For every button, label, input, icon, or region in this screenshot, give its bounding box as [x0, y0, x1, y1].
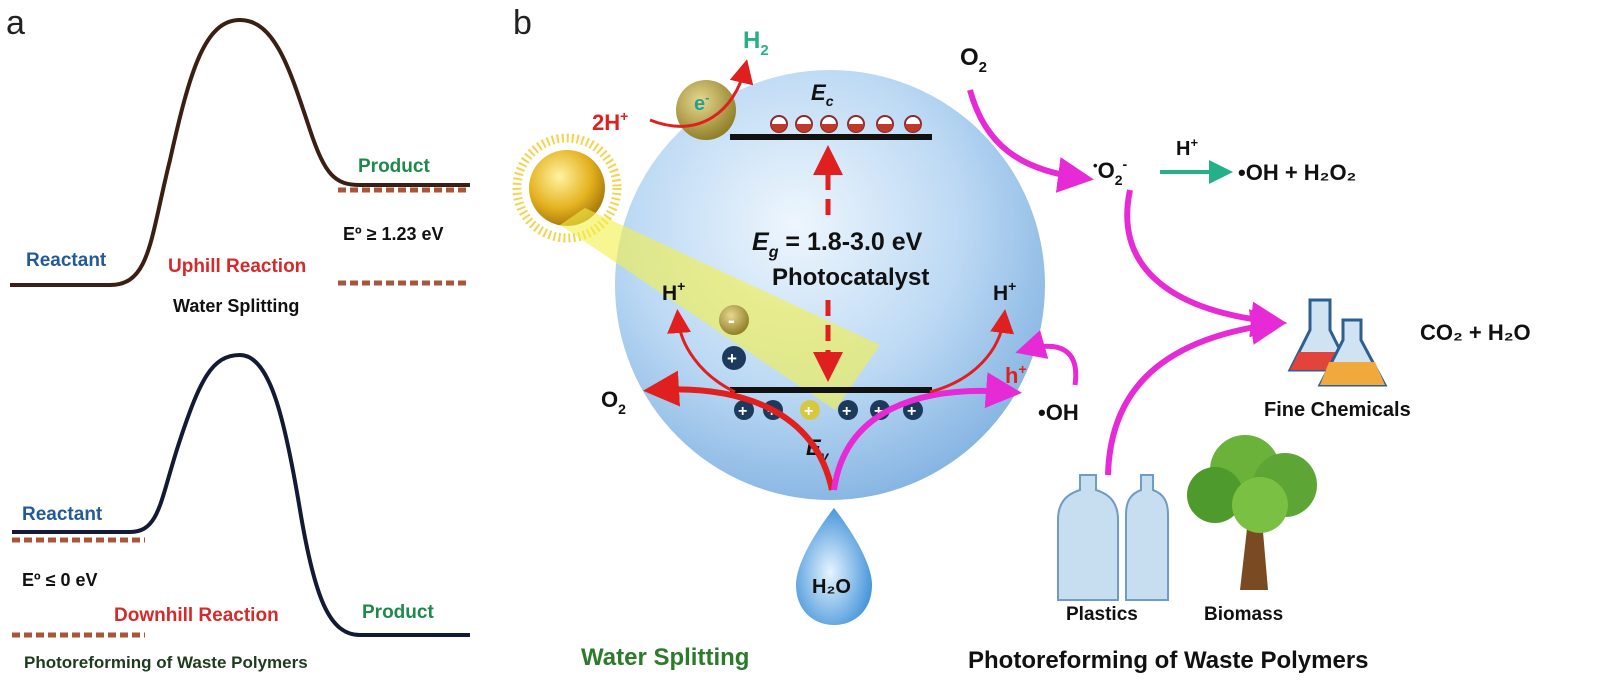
water-label: H₂O: [812, 576, 851, 598]
water-drop-icon: [796, 508, 872, 625]
top-product-label: Product: [358, 156, 430, 177]
left-proton-release-arrow: [667, 309, 736, 394]
arrow-proton-label: H+: [1176, 135, 1198, 160]
bottom-process-label: Photoreforming of Waste Polymers: [24, 653, 308, 672]
photocatalyst-label: Photocatalyst: [772, 264, 929, 291]
top-reactant-label: Reactant: [26, 250, 107, 271]
hydroxyl-radical-label: •OH: [1038, 400, 1079, 425]
bandgap-label: Eg = 1.8-3.0 eV: [752, 228, 923, 261]
hydrogen-product-label: H2: [743, 27, 769, 59]
water-splitting-caption: Water Splitting: [581, 644, 749, 671]
electron-in-beam: -: [719, 305, 749, 335]
oxygen-to-superoxide-arrow: [967, 89, 1094, 193]
bottom-reactant-label: Reactant: [22, 504, 103, 525]
svg-text:+: +: [727, 349, 737, 368]
panel-b-label: b: [513, 4, 532, 42]
sun-icon: [512, 133, 622, 243]
top-energy-label: Eº ≥ 1.23 eV: [343, 224, 444, 244]
downhill-reaction-label: Downhill Reaction: [114, 605, 279, 626]
right-proton-label: H+: [993, 278, 1016, 305]
bottom-product-label: Product: [362, 602, 434, 623]
hole-in-beam: +: [722, 346, 746, 370]
downhill-energy-curve: [12, 352, 470, 637]
bottom-energy-label: Eº ≤ 0 eV: [22, 570, 98, 590]
panel-a-label: a: [6, 4, 25, 42]
flask-icon: [1287, 298, 1388, 387]
hole-label: h+: [1005, 361, 1027, 388]
two-protons-label: 2H+: [592, 108, 628, 135]
proton-reduction-arrow: [649, 59, 754, 128]
uphill-reaction-label: Uphill Reaction: [168, 256, 306, 277]
tree-icon: [1187, 435, 1317, 590]
biomass-label: Biomass: [1204, 604, 1283, 625]
right-proton-release-arrow: [929, 309, 1015, 394]
hydroxyl-return-arrow: [1015, 330, 1079, 386]
svg-text:+: +: [804, 403, 813, 420]
top-oxygen-label: O2: [960, 44, 987, 76]
svg-text:+: +: [907, 403, 916, 420]
svg-text:+: +: [738, 403, 747, 420]
light-beam: [560, 208, 880, 410]
water-to-oxygen-arrow: [643, 370, 835, 491]
superoxide-label: •O2-: [1093, 156, 1127, 188]
top-process-label: Water Splitting: [173, 296, 299, 316]
polymers-to-chemicals-arrow: [1105, 309, 1287, 476]
water-to-hydroxyl-arrow: [831, 372, 1022, 491]
electron-label: e-: [694, 90, 709, 115]
left-proton-label: H+: [662, 278, 685, 305]
conduction-band-label: Ec: [811, 80, 834, 109]
svg-text:-: -: [728, 310, 735, 332]
plastics-label: Plastics: [1066, 604, 1138, 625]
co2-water-label: CO₂ + H₂O: [1420, 320, 1531, 345]
excited-electron: [676, 80, 736, 140]
superoxide-to-chemicals-arrow: [1124, 189, 1287, 338]
conduction-band-electrons: [770, 115, 922, 133]
uphill-energy-curve: [10, 17, 470, 287]
hydroxyl-peroxide-label: •OH + H₂O₂: [1238, 160, 1356, 185]
svg-text:+: +: [874, 403, 883, 420]
waste-polymers-caption: Photoreforming of Waste Polymers: [968, 647, 1369, 674]
svg-text:+: +: [842, 403, 851, 420]
left-oxygen-label: O2: [601, 387, 626, 417]
fine-chemicals-label: Fine Chemicals: [1264, 399, 1411, 421]
plastic-bottle-icon: [1057, 474, 1169, 601]
